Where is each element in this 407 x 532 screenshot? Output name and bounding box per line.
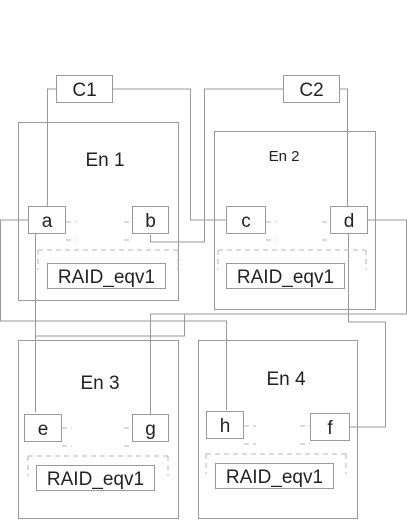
raid-group-en2-label: RAID_eqv1	[237, 267, 334, 288]
enclosure-en3-title: En 3	[80, 373, 119, 394]
raid-group-en4: RAID_eqv1	[215, 463, 334, 489]
port-a-label: a	[42, 211, 53, 232]
connection-lines	[0, 88, 407, 428]
raid-group-en4-box	[215, 463, 334, 489]
port-f-label: f	[327, 418, 333, 439]
port-d-label: d	[344, 211, 355, 232]
raid-group-en1-label: RAID_eqv1	[58, 267, 155, 288]
link-d-g	[150, 234, 349, 414]
port-e-box	[24, 414, 62, 442]
raid-bracket-en2	[217, 221, 367, 270]
port-e: e	[24, 414, 62, 442]
port-f: f	[310, 413, 350, 441]
link-d-f	[348, 314, 386, 428]
enclosure-en4-title: En 4	[266, 369, 306, 390]
port-g-box	[132, 414, 169, 442]
raid-group-en3-box	[36, 465, 155, 491]
port-f-box	[310, 413, 350, 441]
port-c: c	[226, 206, 266, 234]
link-a-h	[0, 219, 227, 410]
enclosure-en3-frame	[18, 340, 179, 519]
port-e-label: e	[38, 419, 49, 440]
raid-group-en2: RAID_eqv1	[226, 263, 345, 289]
port-g: g	[132, 414, 169, 442]
enclosure-en1-title: En 1	[85, 150, 124, 171]
port-a: a	[28, 206, 66, 234]
port-h: h	[206, 411, 244, 439]
enclosure-en4-frame	[198, 340, 358, 519]
link-c1-c	[113, 88, 226, 221]
controller-c1: C1	[56, 75, 113, 103]
raid-group-en1-box	[47, 263, 166, 289]
port-d: d	[330, 206, 368, 234]
port-b: b	[132, 206, 169, 234]
port-g-label: g	[145, 419, 156, 440]
port-h-box	[206, 411, 244, 439]
link-c2-d	[340, 88, 348, 206]
raid-group-en4-label: RAID_eqv1	[226, 467, 323, 488]
controller-c2: C2	[283, 75, 340, 103]
raid-dashed-brackets	[27, 221, 367, 476]
port-a-box	[28, 206, 66, 234]
raid-bracket-en3	[27, 427, 169, 476]
raid-bracket-en4	[205, 425, 347, 474]
controller-c2-box	[283, 75, 340, 103]
enclosure-titles: En 1 En 2 En 3 En 4	[80, 148, 306, 394]
raid-group-en3: RAID_eqv1	[36, 465, 155, 491]
raid-bracket-en1	[37, 221, 179, 270]
port-h-label: h	[220, 416, 231, 437]
enclosure-en1-frame	[18, 122, 179, 301]
enclosure-frames	[18, 122, 376, 519]
port-b-box	[132, 206, 169, 234]
link-c2-b	[150, 88, 283, 243]
enclosure-en2-title: En 2	[269, 148, 300, 165]
raid-group-en3-label: RAID_eqv1	[47, 469, 144, 490]
port-c-box	[226, 206, 266, 234]
raid-group-en2-box	[226, 263, 345, 289]
controller-c2-label: C2	[299, 80, 323, 101]
port-c-label: c	[241, 211, 251, 232]
controller-c1-box	[56, 75, 113, 103]
port-d-box	[330, 206, 368, 234]
port-b-label: b	[145, 211, 156, 232]
link-c1-a	[47, 88, 56, 206]
raid-group-en1: RAID_eqv1	[47, 263, 166, 289]
controller-c1-label: C1	[72, 80, 96, 101]
